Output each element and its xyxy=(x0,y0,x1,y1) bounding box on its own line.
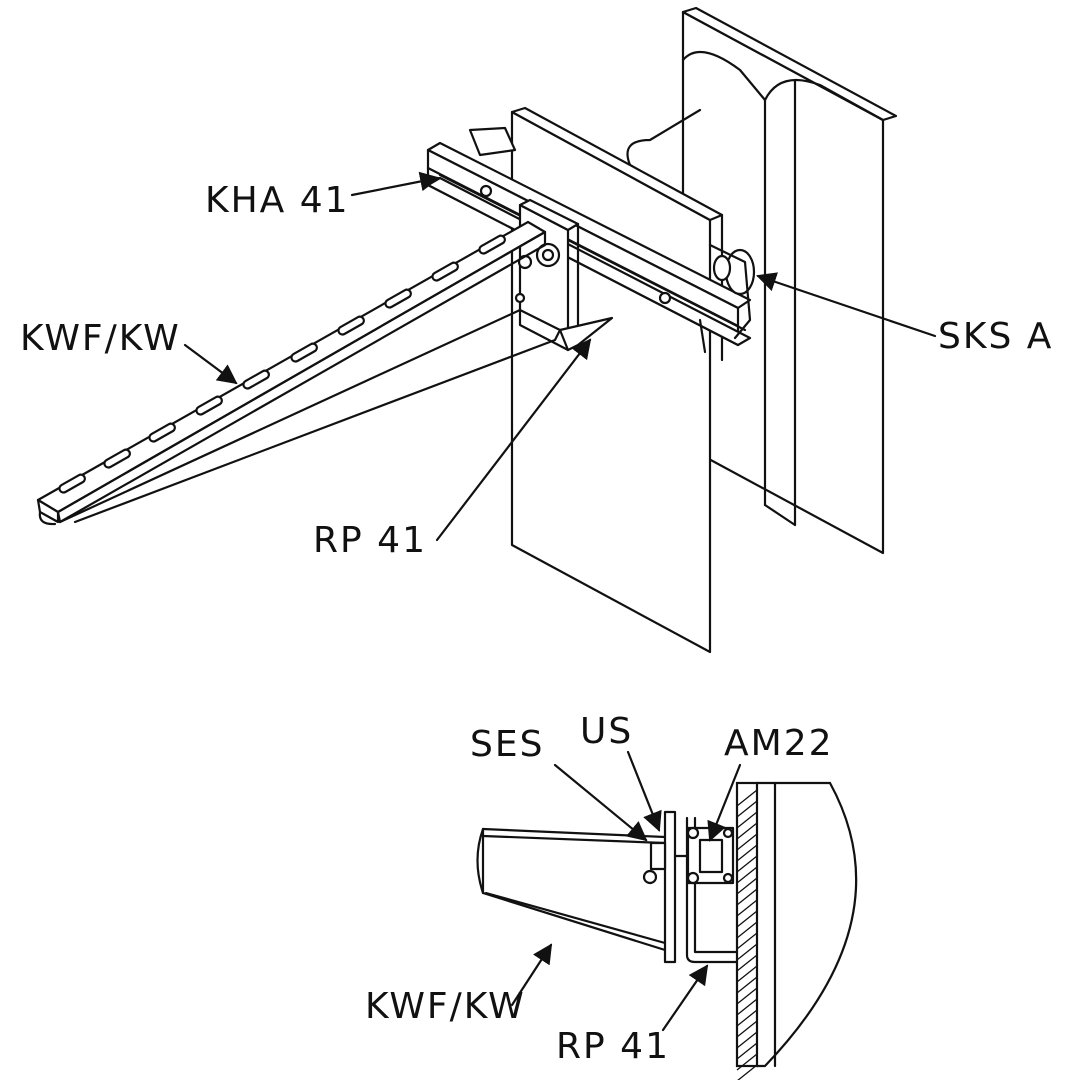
hatch-line xyxy=(736,954,758,972)
arm-slots xyxy=(58,234,506,494)
hatch-line xyxy=(736,1053,758,1071)
channel-kha41 xyxy=(426,141,752,354)
leader-kwf-kw-top xyxy=(183,343,238,385)
column-flange-section xyxy=(735,781,858,1080)
hatch-line xyxy=(736,932,758,950)
hatch-line xyxy=(736,833,758,851)
hatch-line xyxy=(736,1009,758,1027)
hatch-line xyxy=(736,910,758,928)
hatch-line xyxy=(736,844,758,862)
leader-am22 xyxy=(707,763,742,842)
label-sks-a: SKS A xyxy=(938,316,1053,357)
leader-kha41 xyxy=(350,171,440,197)
leader-ses xyxy=(553,763,648,842)
hatch-line xyxy=(736,855,758,873)
label-am22: AM22 xyxy=(724,723,834,764)
leader-kwf-kw-bottom xyxy=(510,943,553,1007)
plate-rp41-top xyxy=(514,198,614,352)
hatch-line xyxy=(736,976,758,994)
label-kwf-kw-top: KWF/KW xyxy=(20,318,181,359)
hatch-line xyxy=(736,943,758,961)
leader-rp41-top xyxy=(435,338,592,542)
leader-sks-a xyxy=(756,272,937,338)
label-kha41: KHA 41 xyxy=(205,180,350,221)
hatch-line xyxy=(736,965,758,983)
leader-us xyxy=(626,750,662,832)
hatch-line xyxy=(736,1020,758,1038)
hatch-line xyxy=(736,998,758,1016)
plate-and-channel-detail xyxy=(642,810,739,964)
hatch-line xyxy=(736,800,758,818)
beam-clamp-sks-a xyxy=(468,126,756,340)
hatch-line xyxy=(736,866,758,884)
hatch-line xyxy=(736,888,758,906)
hatch-line xyxy=(736,1031,758,1049)
cantilever-arm-detail xyxy=(476,827,667,952)
hatch-line xyxy=(736,1042,758,1060)
hatch-line xyxy=(737,1064,758,1080)
hatch-line xyxy=(736,822,758,840)
cantilever-arm-top xyxy=(36,220,562,526)
hatch-line xyxy=(736,899,758,917)
hatch-line xyxy=(736,921,758,939)
label-ses: SES xyxy=(470,724,544,765)
label-rp41-top: RP 41 xyxy=(313,520,427,561)
hatch-line xyxy=(736,811,758,829)
hatch-line xyxy=(736,877,758,895)
hatch-line xyxy=(736,789,758,807)
leader-rp41-bottom xyxy=(661,964,709,1032)
label-us: US xyxy=(580,711,633,752)
label-kwf-kw-bottom: KWF/KW xyxy=(365,986,526,1027)
hatch-line xyxy=(736,987,758,1005)
label-rp41-bottom: RP 41 xyxy=(556,1026,670,1067)
